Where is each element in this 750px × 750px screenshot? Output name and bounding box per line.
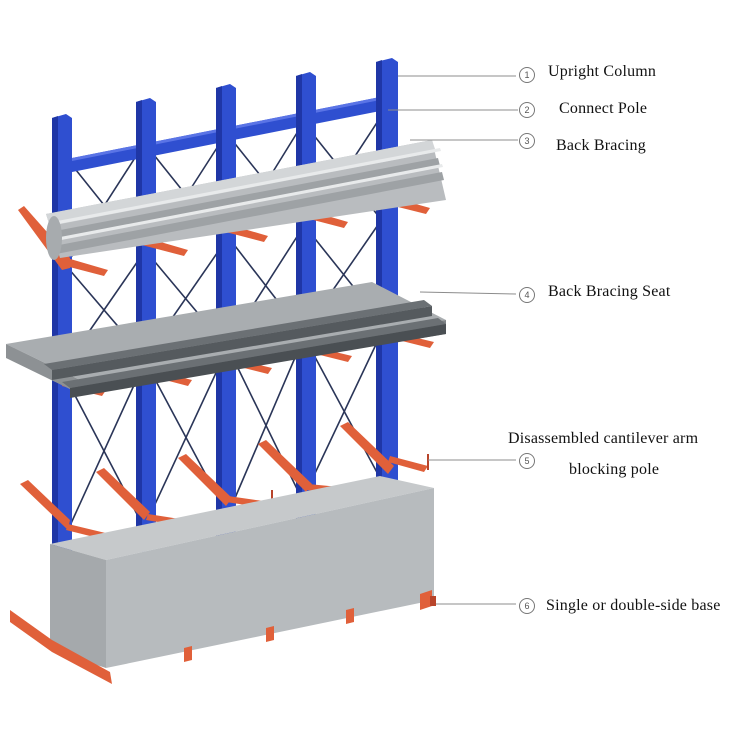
label-back-bracing-seat: Back Bracing Seat <box>548 283 671 300</box>
label-upright-column: Upright Column <box>548 63 657 80</box>
pipe-bundle <box>46 140 446 260</box>
base-box <box>50 476 434 668</box>
base-legs <box>10 590 436 684</box>
label-disassembled-arm-line1: Disassembled cantilever arm <box>508 430 699 447</box>
callout-number-5: 5 <box>519 453 535 469</box>
callout-number-2: 2 <box>519 102 535 118</box>
callout-number-3: 3 <box>519 133 535 149</box>
leader-lines <box>388 75 518 605</box>
callout-number-4: 4 <box>519 287 535 303</box>
callout-number-6: 6 <box>519 598 535 614</box>
arms-level-3 <box>20 422 428 542</box>
callout-number-1: 1 <box>519 67 535 83</box>
channel-profiles <box>44 300 446 398</box>
label-disassembled-arm-line2: blocking pole <box>569 461 660 478</box>
label-base: Single or double-side base <box>546 597 721 614</box>
label-connect-pole: Connect Pole <box>559 100 648 117</box>
label-back-bracing: Back Bracing <box>556 137 646 154</box>
